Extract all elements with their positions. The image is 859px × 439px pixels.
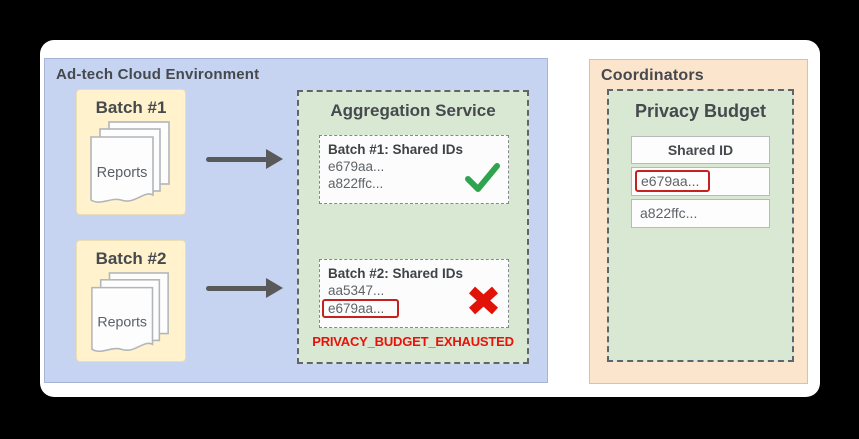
batch-2-shared-ids-title: Batch #2: Shared IDs [328, 266, 464, 281]
arrow-shaft [206, 157, 268, 162]
privacy-budget-title: Privacy Budget [634, 101, 767, 121]
batch-1-shared-ids-title: Batch #1: Shared IDs [328, 142, 464, 157]
table-row: a822ffc... [631, 199, 770, 228]
batch-2-group: Batch #2 Reports [76, 240, 186, 362]
shared-id-table: Shared ID e679aa... a822ffc... [631, 136, 770, 231]
reports-stack-icon: Reports [91, 272, 169, 353]
shared-id-value: e679aa... [322, 299, 500, 318]
adtech-cloud-environment: Ad-tech Cloud Environment Batch #1 Repor… [44, 58, 548, 383]
batch-1-group: Batch #1 Reports [76, 89, 186, 215]
cross-icon [468, 286, 499, 320]
aggregation-service: Aggregation Service Batch #1: Shared IDs… [297, 90, 529, 364]
shared-id-table-header: Shared ID [631, 136, 770, 164]
check-icon [464, 162, 501, 198]
arrow-right-icon [206, 278, 284, 298]
flagged-shared-id: e679aa... [635, 170, 711, 192]
coordinators-label: Coordinators [601, 67, 704, 84]
flagged-shared-id: e679aa... [322, 299, 400, 318]
reports-label: Reports [97, 315, 147, 331]
arrow-head [266, 278, 283, 298]
table-row: e679aa... [631, 167, 770, 196]
batch-2-shared-ids-box: Batch #2: Shared IDs aa5347... e679aa... [319, 259, 509, 328]
privacy-budget-exhausted-label: PRIVACY_BUDGET_EXHAUSTED [312, 334, 514, 349]
arrow-right-icon [206, 149, 284, 169]
reports-stack-icon: Reports [90, 121, 170, 203]
shared-id-value: a822ffc... [328, 176, 384, 191]
privacy-budget-box: Privacy Budget Shared ID e679aa... a822f… [607, 89, 794, 362]
arrow-shaft [206, 286, 268, 291]
arrow-head [266, 149, 283, 169]
shared-id-value: e679aa... [328, 159, 385, 174]
aggregation-service-title: Aggregation Service [330, 101, 496, 120]
shared-id-value: aa5347... [328, 283, 385, 298]
reports-label: Reports [97, 165, 148, 181]
adtech-environment-label: Ad-tech Cloud Environment [56, 66, 260, 83]
batch-2-title: Batch #2 [95, 249, 167, 268]
diagram-card: Ad-tech Cloud Environment Batch #1 Repor… [40, 40, 820, 397]
batch-1-title: Batch #1 [95, 98, 167, 117]
coordinators-section: Coordinators Privacy Budget Shared ID e6… [589, 59, 808, 384]
batch-1-shared-ids-box: Batch #1: Shared IDs e679aa... a822ffc..… [319, 135, 509, 204]
